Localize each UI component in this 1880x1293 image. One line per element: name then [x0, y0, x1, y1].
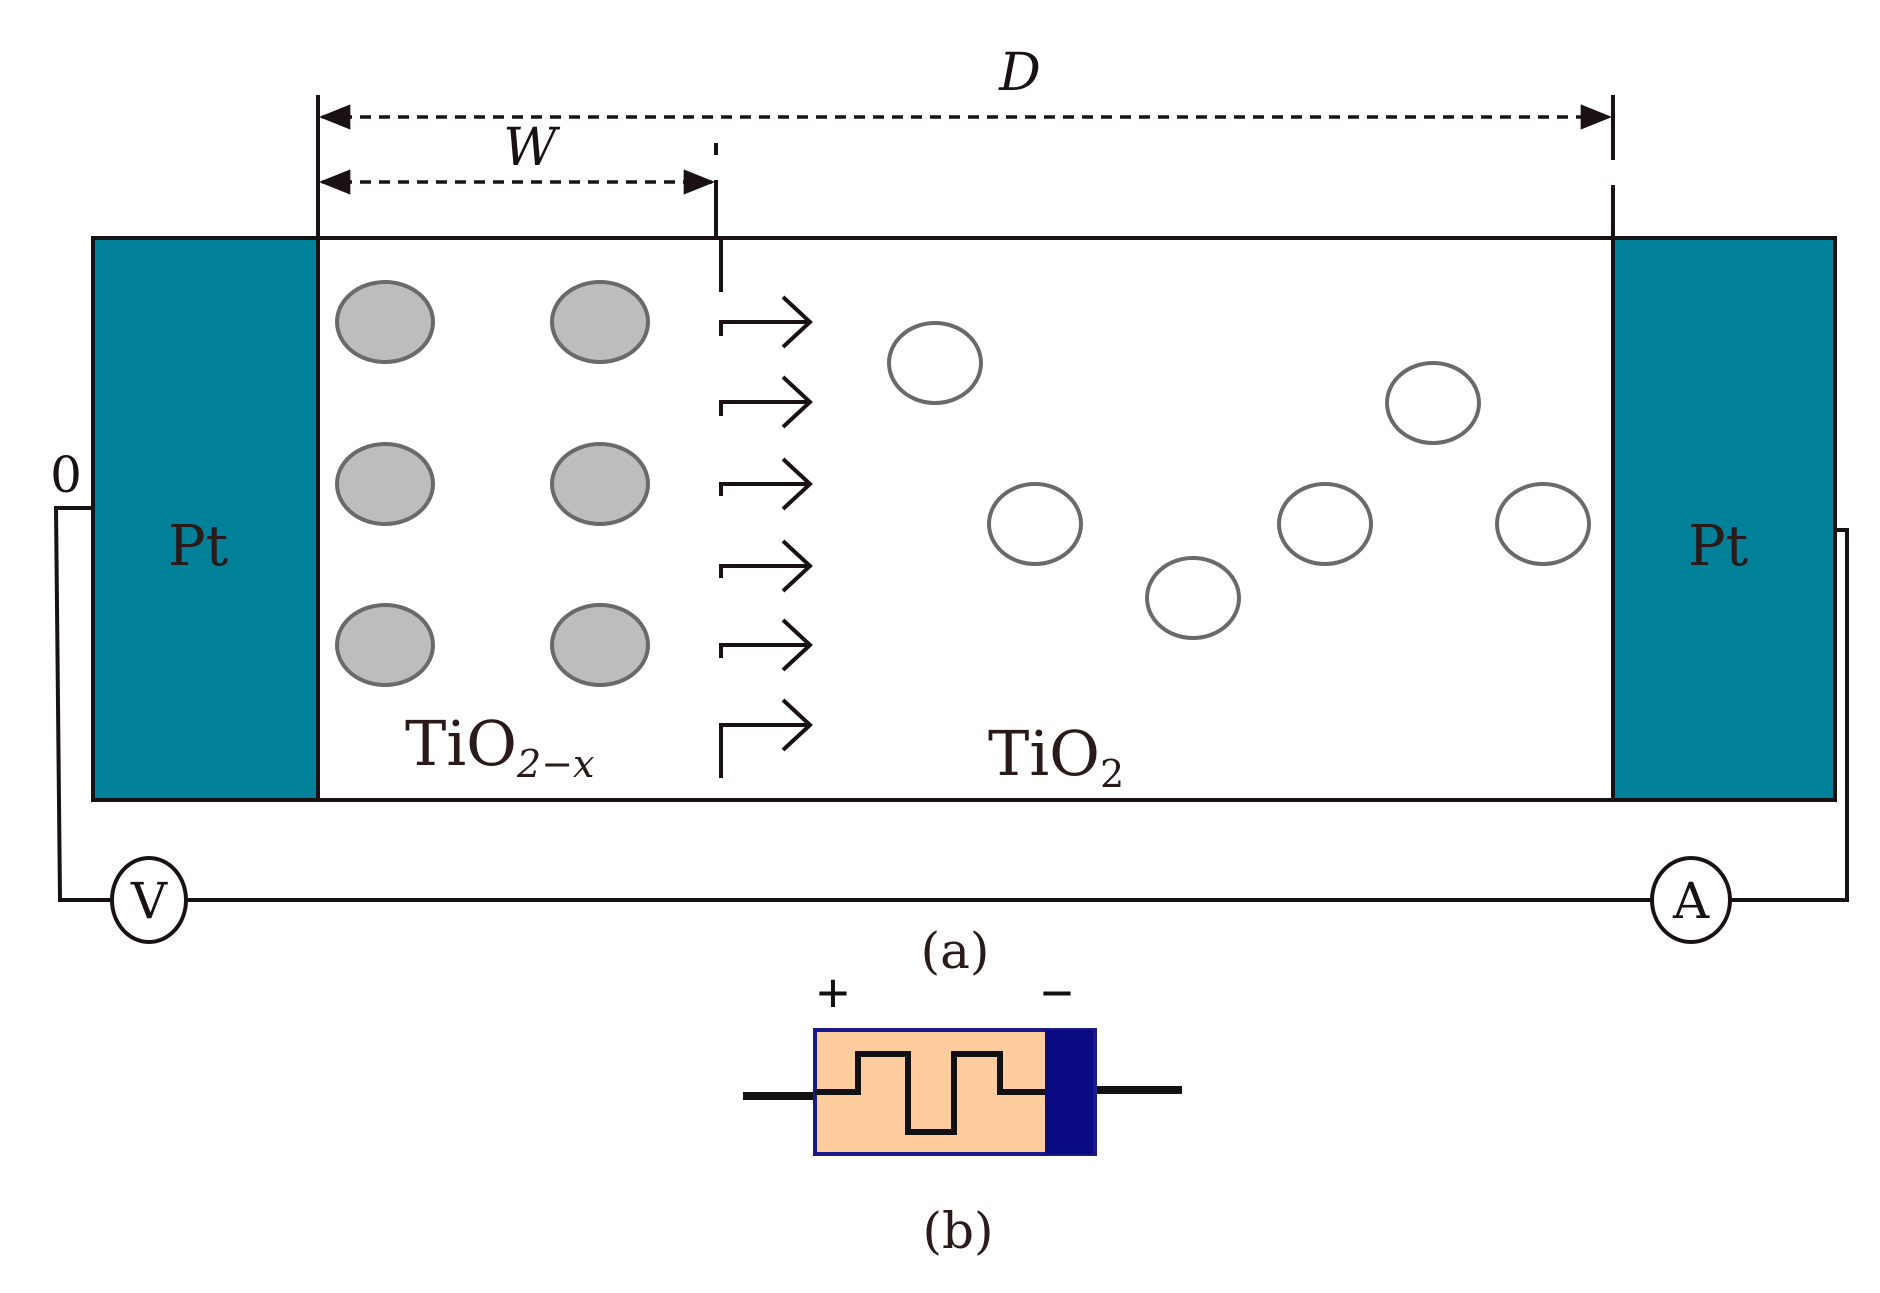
- doped-particle: [550, 280, 650, 364]
- undoped-particles: [887, 321, 1591, 640]
- drift-arrow-icon: [719, 295, 813, 349]
- memristor-band: [1045, 1030, 1093, 1154]
- pt-electrode-right: [1611, 236, 1837, 802]
- drift-arrow-icon: [719, 457, 813, 511]
- voltmeter-label: V: [130, 872, 168, 930]
- label-minus: −: [1041, 961, 1074, 1024]
- drift-arrow-icon: [719, 698, 813, 778]
- label-tio2-main: TiO: [988, 717, 1100, 790]
- vacancy-circle: [1145, 556, 1241, 640]
- label-tio2-sub: 2: [1100, 752, 1124, 796]
- caption-a: (a): [921, 922, 990, 980]
- label-w: W: [503, 118, 560, 178]
- dimension-w: W: [316, 118, 718, 238]
- wire-left: [53, 506, 112, 902]
- doped-particles: [335, 280, 650, 687]
- label-tio2: TiO2: [988, 717, 1124, 796]
- voltmeter-icon: V: [110, 856, 188, 944]
- label-plus: +: [817, 961, 850, 1024]
- memristor-symbol-icon: [743, 1028, 1182, 1156]
- memristor-zigzag: [815, 1051, 1045, 1135]
- vacancy-circle: [1385, 361, 1481, 445]
- drift-arrow-icon: [719, 618, 813, 672]
- drift-arrow-icon: [719, 539, 813, 593]
- doped-particle: [335, 442, 435, 526]
- label-d: D: [998, 43, 1041, 103]
- vacancy-circle: [987, 482, 1083, 566]
- vacancy-circle: [887, 321, 983, 405]
- dimension-d: D: [316, 43, 1615, 238]
- doped-particle: [335, 603, 435, 687]
- doped-particle: [550, 603, 650, 687]
- vacancy-circle: [1495, 482, 1591, 566]
- circuit: [53, 506, 1849, 902]
- drift-arrows: [719, 295, 813, 778]
- doped-particle: [335, 280, 435, 364]
- label-pt-right: Pt: [1688, 514, 1749, 579]
- ammeter-icon: A: [1650, 856, 1732, 944]
- pt-electrode-left: [91, 236, 320, 802]
- drift-arrow-icon: [719, 375, 813, 429]
- wire-right: [1730, 528, 1849, 902]
- doped-particle: [550, 442, 650, 526]
- label-pt-left: Pt: [168, 514, 229, 579]
- ammeter-label: A: [1672, 872, 1710, 930]
- label-zero: 0: [50, 446, 82, 504]
- label-tio2-x: TiO2−x: [405, 707, 594, 786]
- vacancy-circle: [1277, 482, 1373, 566]
- label-tio2-x-sub: 2−x: [516, 742, 594, 786]
- label-tio2-x-main: TiO: [405, 707, 517, 780]
- caption-b: (b): [922, 1202, 993, 1260]
